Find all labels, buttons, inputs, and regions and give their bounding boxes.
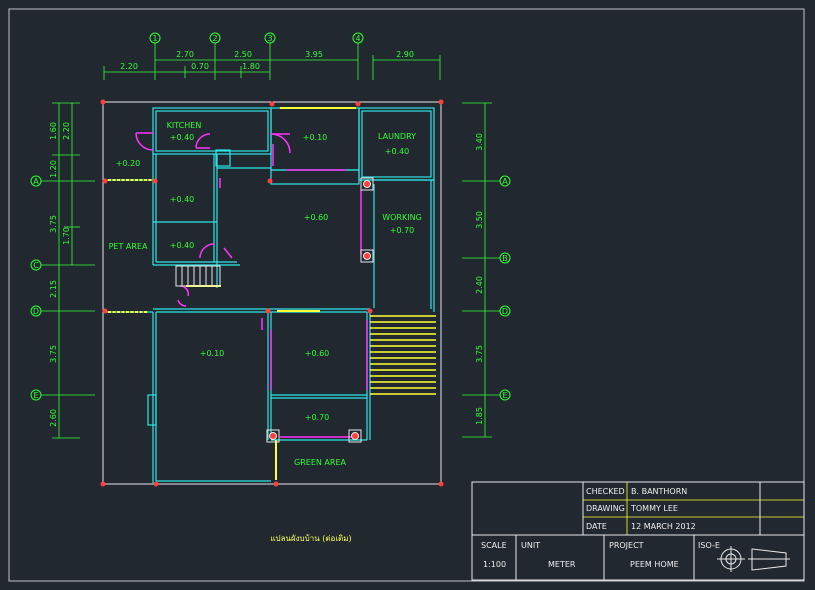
top-dimensions [103, 55, 441, 80]
grid-col-1: 1 [152, 34, 157, 43]
projection-symbol-icon [717, 546, 790, 572]
grid-row-a-right: A [502, 177, 508, 186]
project-label: PROJECT [609, 541, 644, 550]
room-4-level: +0.20 [116, 159, 141, 168]
structural-columns [266, 177, 374, 443]
room-kitchen-level: +0.40 [170, 133, 195, 142]
room-2-level: +0.10 [303, 133, 328, 142]
room-laundry-level: +0.40 [385, 147, 410, 156]
dim-right-2: 3.50 [475, 211, 484, 229]
room-working-level: +0.70 [390, 226, 415, 235]
grid-row-c-left: C [33, 261, 39, 270]
dim-left-7: 3.75 [49, 345, 58, 363]
project-value: PEEM HOME [630, 560, 679, 569]
dim-right-4: 3.75 [475, 345, 484, 363]
checked-label: CHECKED [586, 487, 625, 496]
checked-value: B. BANTHORN [631, 487, 687, 496]
dim-top-5: 2.20 [120, 62, 138, 71]
date-label: DATE [586, 522, 607, 531]
grid-col-3: 3 [267, 34, 272, 43]
dim-left-5: 1.70 [62, 227, 71, 245]
dim-top-7: 1.80 [242, 62, 260, 71]
drawing-label: DRAWING [586, 504, 625, 513]
grid-row-a-left: A [33, 177, 39, 186]
dim-top-6: 0.70 [191, 62, 209, 71]
room-pet-area-name: PET AREA [109, 242, 148, 251]
drawing-value: TOMMY LEE [630, 504, 678, 513]
grid-row-d-left: D [33, 307, 39, 316]
corner-markers [100, 99, 444, 487]
dim-right-1: 3.40 [475, 133, 484, 151]
iso-label: ISO-E [698, 541, 720, 550]
grid-row-e-right: E [502, 391, 507, 400]
windows [108, 107, 356, 480]
grid-col-2: 2 [212, 34, 217, 43]
dim-left-4: 3.75 [49, 215, 58, 233]
room-9-level: +0.40 [170, 241, 195, 250]
scale-value: 1:100 [483, 560, 506, 569]
grid-row-e-left: E [33, 391, 38, 400]
property-boundary [102, 101, 442, 485]
grid-row-d-right: D [502, 307, 508, 316]
dim-right-5: 1.85 [475, 407, 484, 425]
scale-label: SCALE [481, 541, 507, 550]
title-block [471, 481, 805, 581]
room-green-area-name: GREEN AREA [294, 458, 346, 467]
room-laundry-name: LAUNDRY [378, 132, 416, 141]
interior-stair [175, 265, 221, 287]
room-kitchen-name: KITCHEN [167, 121, 202, 130]
room-5-level: +0.40 [170, 195, 195, 204]
exterior-stair [370, 315, 436, 395]
dim-left-2: 2.20 [62, 122, 71, 140]
room-10-level: +0.10 [200, 349, 225, 358]
unit-label: UNIT [521, 541, 540, 550]
room-working-name: WORKING [382, 213, 422, 222]
grid-row-markers-left: A C D E [30, 102, 95, 439]
grid-row-b-right: B [502, 254, 508, 263]
room-labels: KITCHEN +0.40 +0.10 LAUNDRY +0.40 +0.20 … [109, 121, 422, 467]
dim-left-3: 1.20 [49, 160, 58, 178]
room-12-level: +0.70 [305, 413, 330, 422]
dim-left-8: 2.60 [49, 409, 58, 427]
room-11-level: +0.60 [305, 349, 330, 358]
sheet-border [8, 8, 805, 582]
grid-column-markers: 1 2 3 4 [149, 32, 364, 80]
walls [105, 107, 435, 484]
date-value: 12 MARCH 2012 [631, 522, 696, 531]
dim-top-2: 2.50 [234, 50, 252, 59]
unit-value: METER [548, 560, 576, 569]
dim-top-3: 3.95 [305, 50, 323, 59]
grid-col-4: 4 [355, 34, 360, 43]
dim-top-1: 2.70 [176, 50, 194, 59]
doors-and-windows [135, 132, 368, 438]
dim-top-4: 2.90 [396, 50, 414, 59]
dim-right-3: 2.40 [475, 276, 484, 294]
room-6-level: +0.60 [304, 213, 329, 222]
dim-left-1: 1.60 [49, 122, 58, 140]
drawing-caption: แปลนผังบบ้าน (ต่อเติม) [270, 534, 351, 543]
grid-row-markers-right: A B D E [462, 102, 511, 438]
dim-left-6: 2.15 [49, 280, 58, 298]
